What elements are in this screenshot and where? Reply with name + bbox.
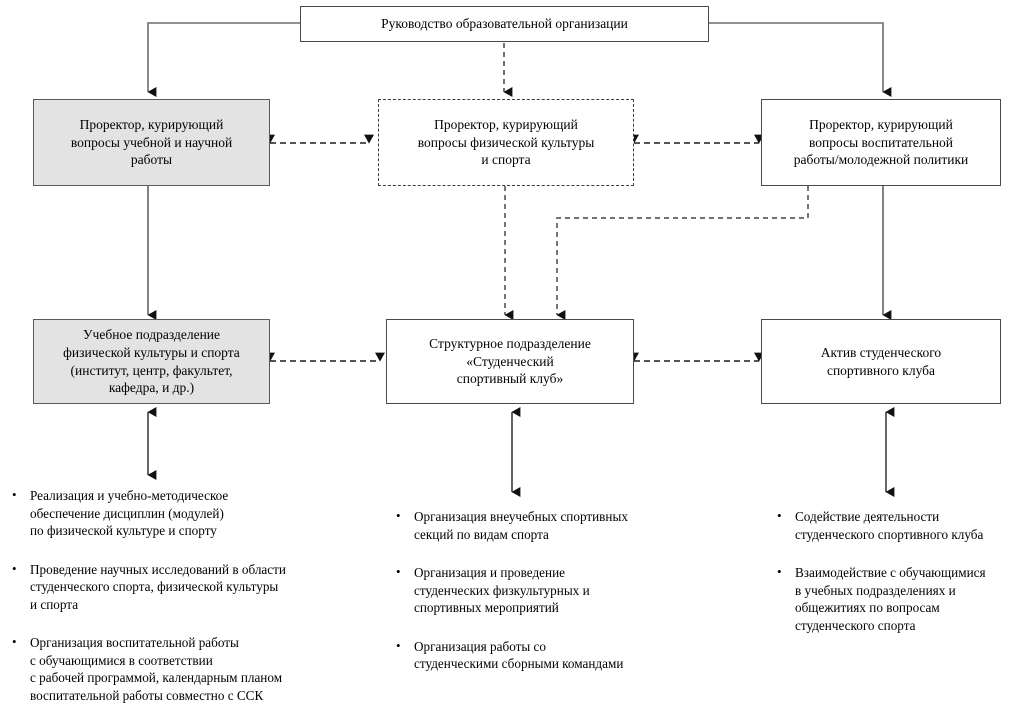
box-student-sports-club[interactable]: Структурное подразделение «Студенческий … (386, 319, 634, 404)
box-vice-rector-academic[interactable]: Проректор, курирующий вопросы учебной и … (33, 99, 270, 186)
box-vice-rector-sports-label: Проректор, курирующий вопросы физической… (417, 117, 595, 168)
list-item: Взаимодействие с обучающимися в учебных … (773, 563, 1035, 634)
list-item: Проведение научных исследований в област… (8, 560, 358, 614)
box-vice-rector-upbringing-label: Проректор, курирующий вопросы воспитател… (793, 117, 969, 168)
connector-upbringing-to-club-dashed (556, 186, 809, 320)
connector-top-to-upbringing (709, 22, 892, 97)
box-student-sports-club-label: Структурное подразделение «Студенческий … (429, 336, 591, 387)
list-item: Организация внеучебных спортивных секций… (392, 507, 722, 543)
list-item: Организация воспитательной работы с обуч… (8, 633, 358, 704)
box-educational-unit-label: Учебное подразделение физической культур… (63, 327, 240, 396)
box-vice-rector-sports[interactable]: Проректор, курирующий вопросы физической… (378, 99, 634, 186)
list-item: Содействие деятельности студенческого сп… (773, 507, 1035, 543)
box-leadership[interactable]: Руководство образовательной организации (300, 6, 709, 42)
bullet-list-middle: Организация внеучебных спортивных секций… (392, 507, 722, 694)
box-vice-rector-academic-label: Проректор, курирующий вопросы учебной и … (70, 117, 233, 168)
box-leadership-label: Руководство образовательной организации (381, 16, 628, 32)
box-student-club-activists[interactable]: Актив студенческого спортивного клуба (761, 319, 1001, 404)
box-student-club-activists-label: Актив студенческого спортивного клуба (820, 344, 942, 378)
box-educational-unit[interactable]: Учебное подразделение физической культур… (33, 319, 270, 404)
bullet-list-left: Реализация и учебно-методическое обеспеч… (8, 486, 358, 715)
box-vice-rector-upbringing[interactable]: Проректор, курирующий вопросы воспитател… (761, 99, 1001, 186)
list-item: Организация работы со студенческими сбор… (392, 637, 722, 673)
bullet-list-right: Содействие деятельности студенческого сп… (773, 507, 1035, 655)
connector-top-to-academic (147, 22, 300, 97)
list-item: Реализация и учебно-методическое обеспеч… (8, 486, 358, 540)
list-item: Организация и проведение студенческих фи… (392, 563, 722, 617)
